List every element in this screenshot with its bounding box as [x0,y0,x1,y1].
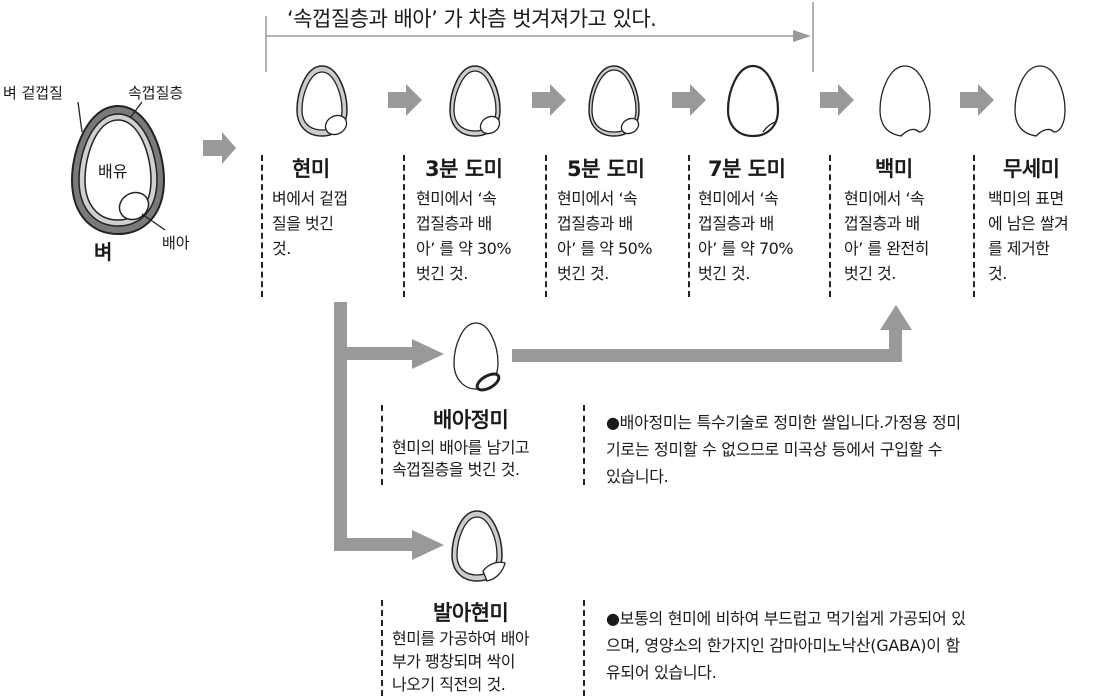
divider [545,155,547,297]
branch-desc-line: 현미의 배아를 남기고 [392,438,530,457]
stage-desc-line: 현미에서 ‘속 [844,189,925,208]
stage-desc-line: 벼에서 겉껍 [272,189,348,208]
stage-desc-line: 현미에서 ‘속 [557,189,638,208]
arrow-rice-to-brown [203,132,236,164]
grain-brown [296,65,348,137]
stage-desc-line: 벗긴 것. [698,264,750,283]
stage-desc-line: 것. [988,264,1007,283]
stage-desc-line: 아’ 를 약 70% [698,239,794,258]
note-line: 으며, 영양소의 한가지인 감마아미노낙산(GABA)이 함 [606,636,960,655]
grain-white [879,65,931,137]
stage-desc-line: 아’ 를 약 50% [557,239,653,258]
divider [583,405,585,485]
branch-desc-line: 속껍질층을 벗긴 것. [392,460,520,479]
stage-desc-line: 아’ 를 완전히 [844,239,929,258]
divider [583,600,585,696]
header-text: ‘속껍질층과 배아’ 가 차츰 벗겨져가고 있다. [287,7,657,31]
note-line: ●보통의 현미에 비하여 부드럽고 먹기쉽게 가공되어 있 [606,609,966,628]
stage-desc-line: 벗긴 것. [557,264,609,283]
divider [688,155,690,297]
stage-desc-line: 질을 벗긴 [272,214,334,233]
rice-cross-section [70,104,166,236]
stage-desc-line: 껍질층과 배 [416,214,492,233]
note-line: 기로는 정미할 수 없으므로 미곡상 등에서 구입할 수 [606,440,943,459]
stage-desc-line: 것. [272,239,291,258]
grain-germinated [451,510,506,582]
stage-desc-line: 아’ 를 약 30% [416,239,512,258]
stage-title: 3분 도미 [425,157,503,181]
divider [973,155,975,297]
stage-title: 현미 [292,157,330,181]
divider [829,155,831,297]
branch-arrows [334,302,912,560]
divider [381,405,383,485]
stage-arrows [388,84,994,116]
stage-desc-line: 현미에서 ‘속 [416,189,497,208]
label-husk: 벼 겉껍질 [3,84,63,102]
note-line: ●배아정미는 특수기술로 정미한 쌀입니다.가정용 정미 [606,413,961,432]
branch-title: 발아현미 [433,601,509,625]
branch-desc-line: 부가 팽창되며 싹이 [392,652,515,671]
stage-desc-line: 를 제거한 [988,239,1050,258]
divider [403,155,405,297]
branch-desc-line: 나오기 직전의 것. [392,675,506,694]
stage-title: 7분 도미 [708,157,786,181]
grain-70 [726,64,780,138]
grain-30 [449,65,501,137]
stage-title: 5분 도미 [567,157,645,181]
divider [261,155,263,297]
stage-desc-line: 백미의 표면 [988,189,1064,208]
stage-title: 백미 [875,157,913,181]
note-line: 있습니다. [606,467,669,486]
branch-desc-line: 현미를 가공하여 배아 [392,629,530,648]
label-rice: 벼 [94,240,113,264]
stage-desc-line: 껍질층과 배 [557,214,633,233]
grain-musemi [1014,65,1066,137]
grain-germ [453,322,501,392]
stage-desc-line: 껍질층과 배 [698,214,774,233]
note-line: 유되어 있습니다. [606,663,717,682]
label-inner-layer: 속껍질층 [128,84,184,102]
stage-desc-line: 에 남은 쌀겨 [988,214,1069,233]
label-endosperm: 배유 [98,162,128,181]
stage-desc-line: 껍질층과 배 [844,214,920,233]
label-embryo: 배아 [162,234,190,252]
branch-title: 배아정미 [433,408,509,432]
grain-50 [588,65,640,137]
stage-desc-line: 벗긴 것. [844,264,896,283]
divider [381,600,383,696]
stage-desc-line: 현미에서 ‘속 [698,189,779,208]
stage-title: 무세미 [1003,157,1060,181]
progress-bracket [265,2,814,72]
rice-leader-lines [77,101,166,231]
stage-desc-line: 벗긴 것. [416,264,468,283]
